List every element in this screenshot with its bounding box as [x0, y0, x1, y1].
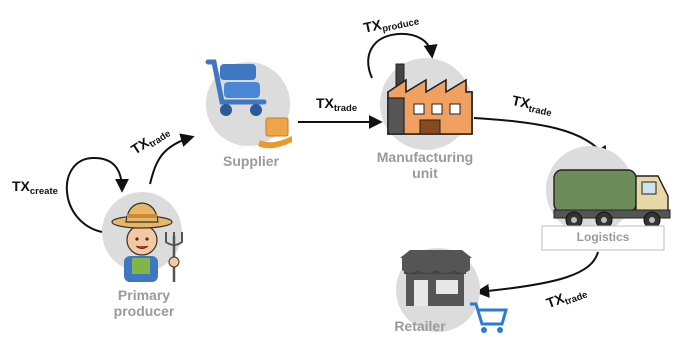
retailer-label: Retailer	[394, 318, 446, 334]
tx-produce-main: TX	[362, 16, 383, 36]
manufacturing-label: Manufacturing unit	[370, 149, 480, 181]
producer-to-supplier-arrow	[149, 133, 195, 185]
truck-icon	[553, 169, 671, 229]
logistics-to-retailer-arrow	[475, 251, 599, 298]
tx-create-sub: create	[29, 186, 58, 197]
primary-producer-label: Primary producer	[96, 287, 192, 319]
logistics-label: Logistics	[576, 230, 630, 244]
primary-producer-label-line2: producer	[113, 303, 175, 320]
tx-trade-2-sub: trade	[333, 103, 358, 114]
supplier-label: Supplier	[222, 153, 279, 169]
factory-icon	[387, 63, 473, 135]
produce-loop-arrow	[367, 32, 438, 79]
manufacturing-label-line2: unit	[412, 165, 438, 182]
logistics-label-box	[541, 225, 665, 251]
tx-create-main: TX	[12, 178, 30, 194]
supplier-node	[205, 59, 292, 149]
manufacturing-label-line1: Manufacturing	[376, 149, 474, 165]
manufacturing-node	[380, 58, 473, 150]
primary-producer-node	[102, 192, 183, 282]
tx-trade-2-main: TX	[316, 95, 334, 111]
store-with-cart-icon	[400, 250, 508, 333]
tx-trade-supplier-manufacturing-label: TXtrade	[316, 95, 357, 114]
retailer-node	[396, 248, 508, 333]
hand-truck-with-boxes-icon	[205, 59, 292, 149]
primary-producer-label-line1: Primary	[117, 287, 171, 303]
farmer-icon	[111, 202, 183, 282]
create-loop-arrow	[66, 156, 129, 233]
logistics-node	[541, 146, 671, 251]
tx-create-label: TXcreate	[12, 178, 58, 197]
